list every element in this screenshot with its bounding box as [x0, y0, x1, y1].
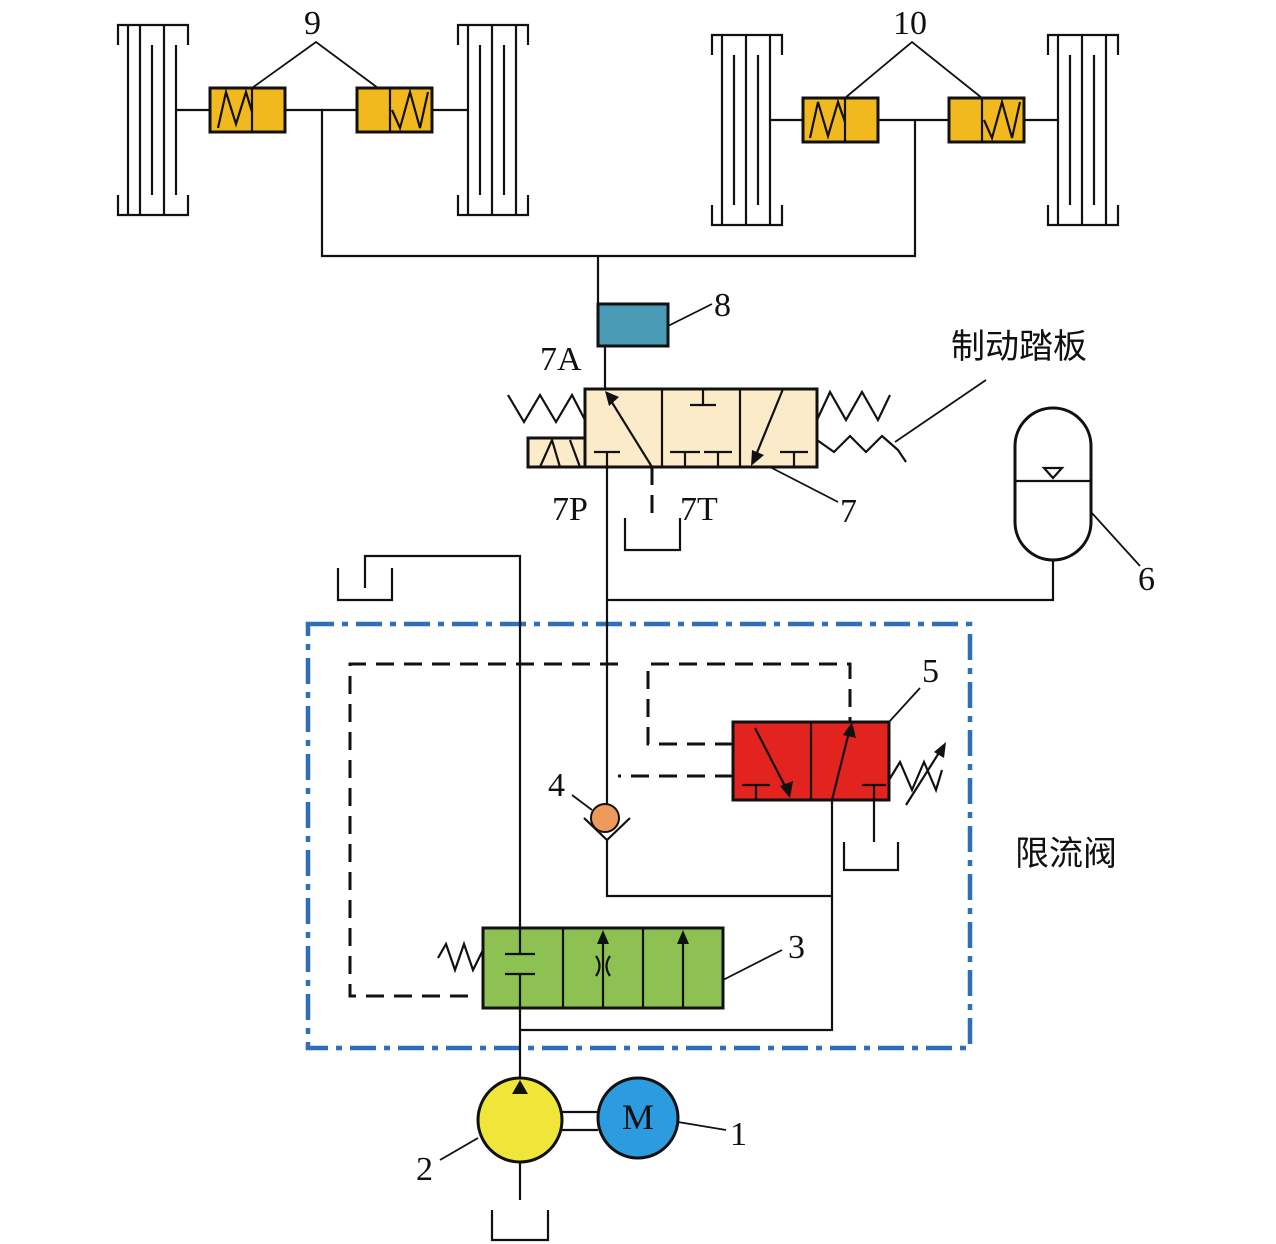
relief-valve-spring [888, 759, 944, 794]
leader-2 [439, 1137, 479, 1161]
leader-4 [571, 794, 593, 811]
leader-3 [722, 949, 783, 981]
leader-1 [677, 1121, 727, 1131]
wheel-front-right [456, 23, 530, 217]
label-4: 4 [548, 767, 565, 804]
label-1: 1 [730, 1116, 747, 1153]
label-10: 10 [893, 5, 927, 42]
priority-valve-spring [437, 940, 484, 974]
brake-valve-left-spring [507, 392, 586, 425]
check-valve [583, 803, 631, 842]
accumulator-line [607, 560, 1055, 602]
pressure-sensor [596, 302, 670, 348]
label-7a: 7A [540, 341, 582, 378]
leader-6 [1090, 511, 1141, 567]
pilot-line-left [348, 662, 620, 998]
brake-cylinder-front-right [355, 86, 434, 134]
flow-limit-valve-boundary [305, 621, 973, 1051]
leader-10 [844, 40, 983, 99]
brake-valve [583, 387, 819, 469]
leader-5 [888, 687, 921, 723]
brake-cylinder-rear-right [947, 96, 1026, 144]
label-5: 5 [922, 653, 939, 690]
priority-valve [481, 926, 725, 1010]
electric-motor: M [596, 1076, 680, 1160]
label-6: 6 [1138, 561, 1155, 598]
brake-cylinder-front-left [208, 86, 287, 134]
check-valve-return [605, 800, 834, 898]
pilot-line-upper [646, 662, 852, 746]
brake-valve-actuator [526, 436, 587, 469]
brake-supply-line [320, 110, 917, 258]
label-3: 3 [788, 929, 805, 966]
leader-brake-pedal [894, 379, 987, 443]
label-7: 7 [840, 493, 857, 530]
brake-line-to-valve [596, 256, 607, 389]
wheel-rear-right [1046, 33, 1120, 227]
wheel-front-left [116, 23, 190, 217]
return-line [363, 554, 522, 928]
brake-pedal-spring [816, 434, 907, 463]
label-flow-limit-valve: 限流阀 [1015, 834, 1117, 874]
leader-9 [251, 40, 379, 89]
label-9: 9 [304, 5, 321, 42]
tank-top-left [336, 568, 394, 602]
pump-motor-coupling [562, 1110, 598, 1132]
hydraulic-pump [476, 1076, 564, 1164]
relief-valve [731, 720, 891, 802]
leader-8 [667, 303, 713, 327]
brake-valve-right-spring [816, 389, 891, 423]
label-7t: 7T [680, 491, 718, 528]
tank-relief [842, 800, 900, 872]
tank-7t [623, 518, 682, 552]
label-brake-pedal: 制动踏板 [951, 327, 1087, 367]
accumulator [1013, 406, 1093, 562]
label-2: 2 [416, 1151, 433, 1188]
brake-cylinder-rear-left [801, 96, 880, 144]
tank-pump [490, 1210, 550, 1242]
relief-valve-adjust-arrow [905, 747, 943, 806]
label-7p: 7P [552, 491, 588, 528]
label-8: 8 [714, 287, 731, 324]
wheel-rear-left [710, 33, 784, 227]
pump-bypass-line [520, 896, 834, 1032]
leader-7 [769, 466, 839, 503]
motor-symbol: M [622, 1097, 654, 1137]
